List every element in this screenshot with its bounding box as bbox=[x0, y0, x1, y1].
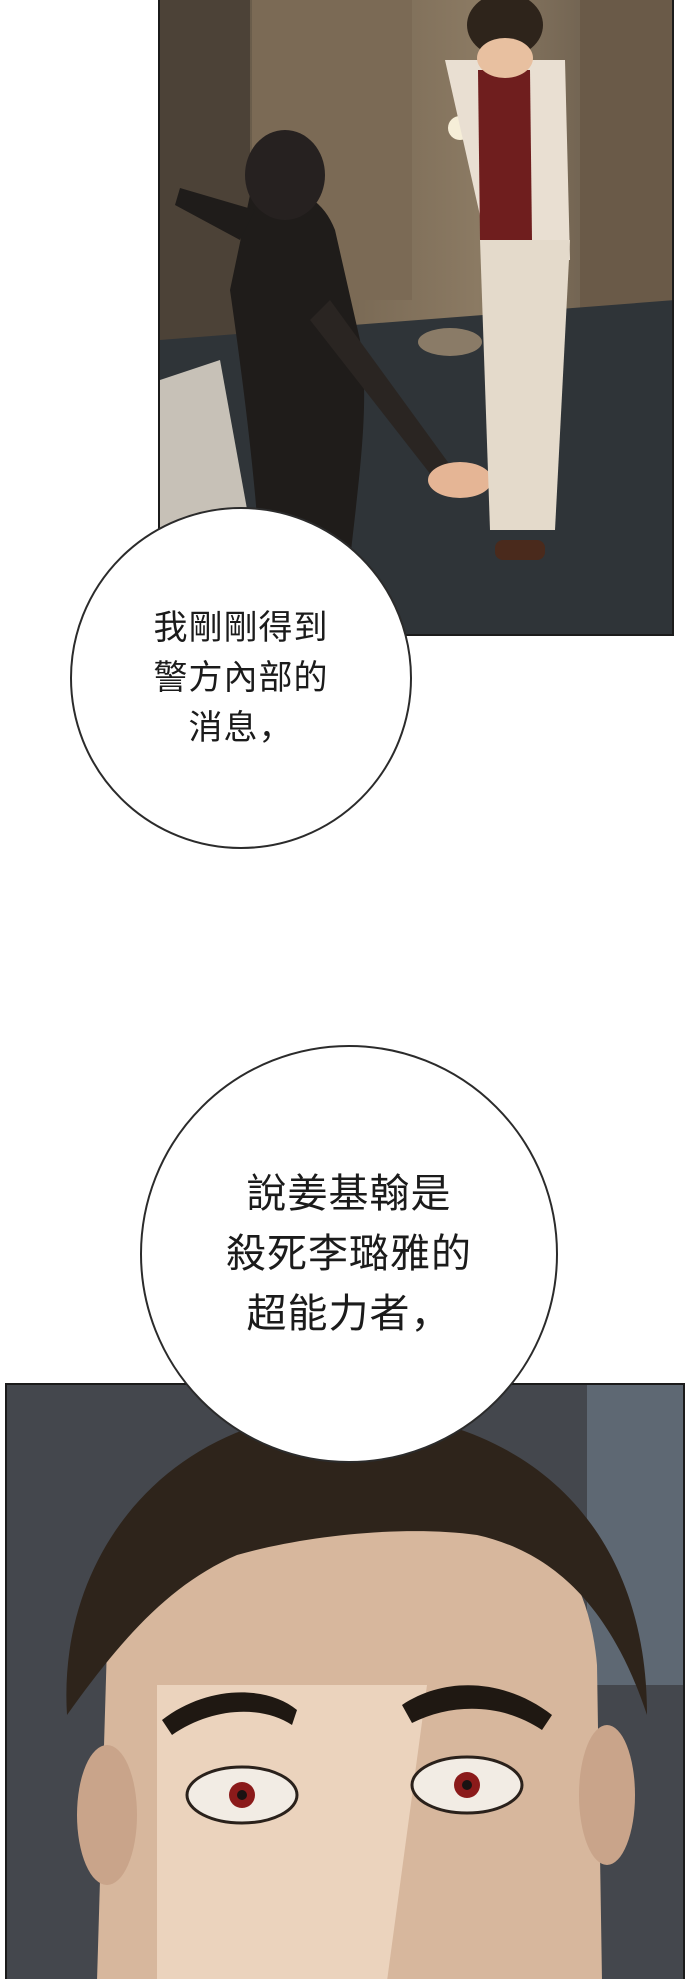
panel-bottom-illustration bbox=[7, 1385, 683, 1979]
speech-bubble-2-line-3: 超能力者， bbox=[246, 1291, 452, 1337]
speech-bubble-1: 我剛剛得到 警方內部的 消息， bbox=[70, 507, 412, 849]
panel-top-illustration bbox=[160, 0, 672, 634]
speech-bubble-1-line-3: 消息， bbox=[188, 708, 294, 748]
speech-bubble-2-line-2: 殺死李璐雅的 bbox=[226, 1231, 472, 1277]
comic-panel-bottom bbox=[5, 1383, 685, 1979]
speech-bubble-2-line-1: 說姜基翰是 bbox=[246, 1171, 452, 1217]
speech-bubble-2: 說姜基翰是 殺死李璐雅的 超能力者， bbox=[140, 1045, 558, 1463]
speech-bubble-1-line-1: 我剛剛得到 bbox=[153, 608, 329, 648]
close-up-face bbox=[66, 1410, 647, 1979]
man-dark-clothes bbox=[175, 130, 492, 560]
left-eyebrow bbox=[162, 1692, 297, 1735]
lamp-base bbox=[418, 328, 482, 356]
right-eyebrow bbox=[402, 1685, 552, 1730]
comic-panel-top bbox=[158, 0, 674, 636]
speech-bubble-1-line-2: 警方內部的 bbox=[153, 658, 329, 698]
hair bbox=[66, 1410, 647, 1715]
man-white-suit bbox=[445, 0, 570, 560]
